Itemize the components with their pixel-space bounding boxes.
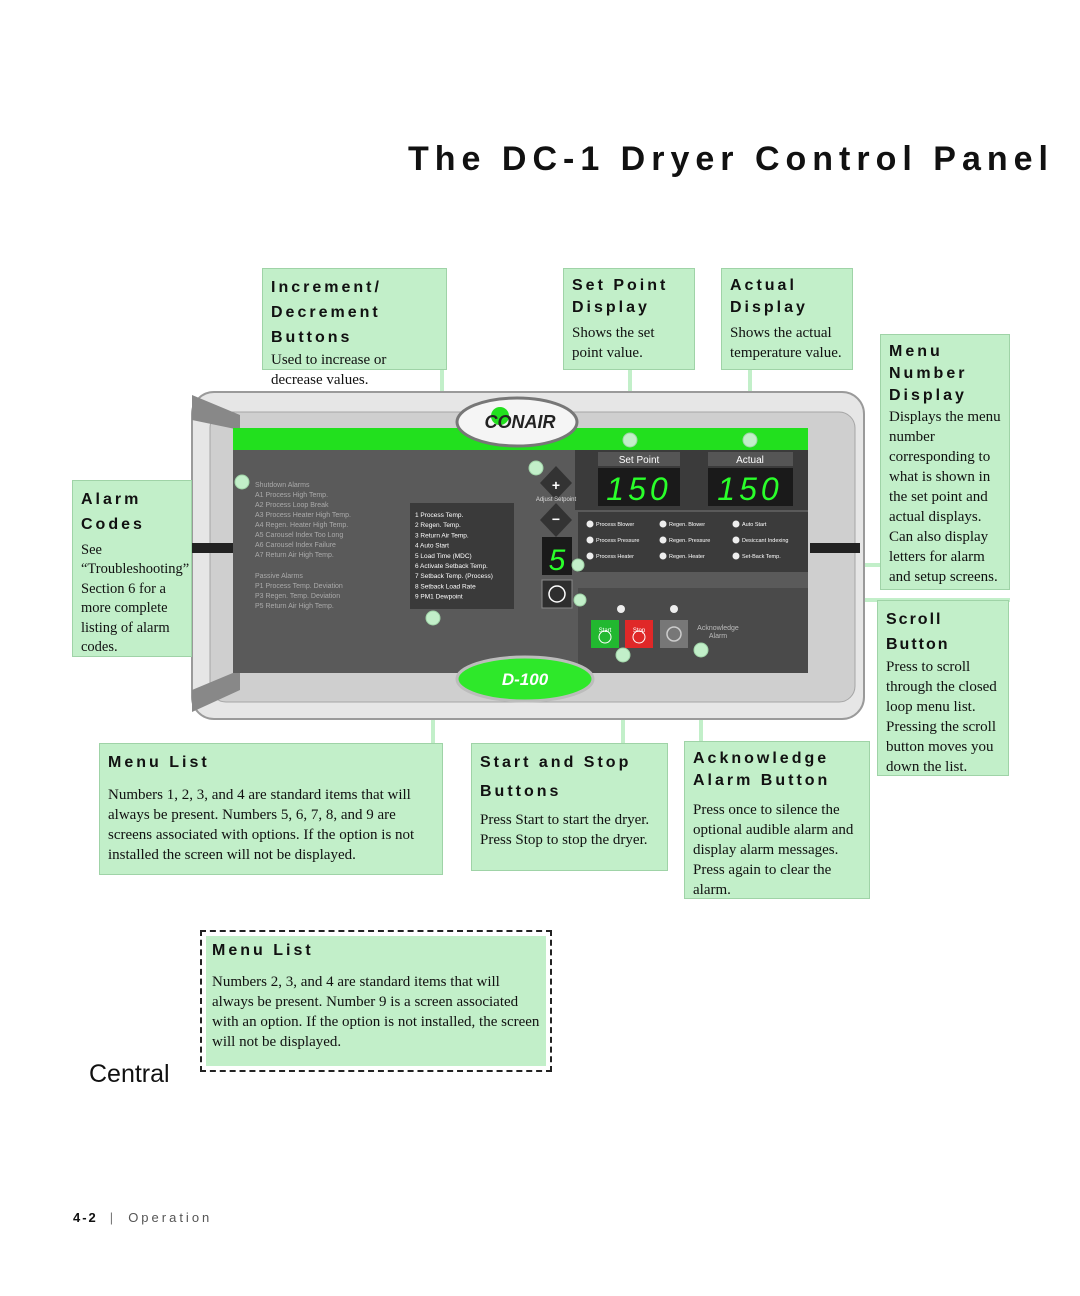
menu-list-item: 5 Load Time (MDC) bbox=[415, 553, 472, 560]
menu-list-item: 3 Return Air Temp. bbox=[415, 532, 469, 539]
indicator-light bbox=[732, 536, 740, 544]
indicator-label: Regen. Heater bbox=[669, 554, 705, 560]
minus-button: − bbox=[552, 511, 560, 527]
indicator-label: Regen. Blower bbox=[669, 522, 705, 528]
acknowledge-button[interactable] bbox=[660, 620, 688, 648]
indicator-label: Process Heater bbox=[596, 554, 634, 560]
indicator-label: Regen. Pressure bbox=[669, 538, 710, 544]
shutdown-alarm-item: A6 Carousel Index Failure bbox=[255, 542, 336, 549]
shutdown-alarms-title: Shutdown Alarms bbox=[255, 482, 310, 489]
passive-alarm-item: P3 Regen. Temp. Deviation bbox=[255, 593, 340, 600]
central-menu-list-body: Numbers 2, 3, and 4 are standard items t… bbox=[212, 974, 540, 1050]
indicator-light bbox=[586, 520, 594, 528]
shutdown-alarm-item: A4 Regen. Heater High Temp. bbox=[255, 522, 348, 529]
passive-alarms-title: Passive Alarms bbox=[255, 573, 303, 580]
indicator-label: Auto Start bbox=[742, 522, 767, 528]
callout-scroll-button: Scroll Button Press to scroll through th… bbox=[877, 600, 1009, 776]
actual-label: Actual bbox=[736, 455, 764, 466]
alarm-bell-icon bbox=[666, 626, 682, 642]
indicator-label: Process Blower bbox=[596, 522, 634, 528]
callout-increment: Increment/ Decrement Buttons Used to inc… bbox=[262, 268, 447, 388]
stop-button[interactable] bbox=[625, 620, 653, 648]
page-number: 4-2 bbox=[73, 1210, 98, 1225]
start-button[interactable] bbox=[591, 620, 619, 648]
indicator-light bbox=[586, 552, 594, 560]
central-menu-list-box: Menu List Numbers 2, 3, and 4 are standa… bbox=[200, 930, 552, 1072]
svg-text:Alarm: Alarm bbox=[709, 633, 727, 640]
passive-alarm-item: P5 Return Air High Temp. bbox=[255, 603, 334, 610]
svg-text:Acknowledge: Acknowledge bbox=[697, 625, 739, 632]
actual-value: 150 bbox=[717, 471, 782, 507]
indicator-light bbox=[659, 536, 667, 544]
callout-menu-list: Menu List Numbers 1, 2, 3, and 4 are sta… bbox=[99, 743, 443, 875]
setpoint-label: Set Point bbox=[619, 455, 660, 466]
indicator-light bbox=[659, 552, 667, 560]
indicator-label: Desiccant Indexing bbox=[742, 538, 788, 544]
shutdown-alarm-item: A2 Process Loop Break bbox=[255, 502, 329, 509]
menu-list-item: 9 PM1 Dewpoint bbox=[415, 594, 463, 601]
callout-actual: Actual Display Shows the actual temperat… bbox=[721, 268, 853, 370]
callout-menu-number: Menu Number Display Displays the menu nu… bbox=[880, 334, 1010, 590]
shutdown-alarm-item: A1 Process High Temp. bbox=[255, 492, 328, 499]
passive-alarm-item: P1 Process Temp. Deviation bbox=[255, 583, 343, 590]
menu-list-item: 6 Activate Setback Temp. bbox=[415, 563, 488, 570]
plus-button: + bbox=[552, 477, 560, 493]
menu-number-value: 5 bbox=[549, 544, 566, 577]
menu-list-item: 4 Auto Start bbox=[415, 543, 449, 550]
scroll-icon bbox=[548, 585, 566, 603]
section-name: Operation bbox=[128, 1210, 213, 1225]
indicator-light bbox=[732, 520, 740, 528]
indicator-light bbox=[586, 536, 594, 544]
menu-list-item: 2 Regen. Temp. bbox=[415, 522, 461, 529]
callout-acknowledge: Acknowledge Alarm Button Press once to s… bbox=[684, 741, 870, 899]
menu-list-item: 7 Setback Temp. (Process) bbox=[415, 573, 493, 580]
menu-list-item: 8 Setback Load Rate bbox=[415, 583, 476, 590]
indicator-label: Set-Back Temp. bbox=[742, 554, 781, 560]
callout-alarm-codes: Alarm Codes See “Troubleshooting” Sectio… bbox=[72, 480, 192, 657]
setpoint-value: 150 bbox=[606, 471, 671, 507]
shutdown-alarm-item: A7 Return Air High Temp. bbox=[255, 552, 334, 559]
menu-list-item: 1 Process Temp. bbox=[415, 512, 463, 519]
callout-start-stop: Start and Stop Buttons Press Start to st… bbox=[471, 743, 668, 871]
page-footer: 4-2|Operation bbox=[73, 1210, 213, 1225]
shutdown-alarm-item: A3 Process Heater High Temp. bbox=[255, 512, 351, 519]
indicator-light bbox=[732, 552, 740, 560]
adjust-label: Adjust Setpoint bbox=[536, 497, 577, 503]
logo-text: CONAIR bbox=[485, 412, 556, 432]
central-label: Central bbox=[89, 1060, 170, 1088]
indicator-light bbox=[659, 520, 667, 528]
model-badge: D-100 bbox=[502, 670, 549, 689]
page-title: The DC-1 Dryer Control Panel bbox=[408, 140, 1054, 178]
shutdown-alarm-item: A5 Carousel Index Too Long bbox=[255, 532, 343, 539]
callout-setpoint: Set Point Display Shows the set point va… bbox=[563, 268, 695, 370]
central-menu-list-title: Menu List bbox=[212, 942, 314, 959]
indicator-label: Process Pressure bbox=[596, 538, 639, 544]
